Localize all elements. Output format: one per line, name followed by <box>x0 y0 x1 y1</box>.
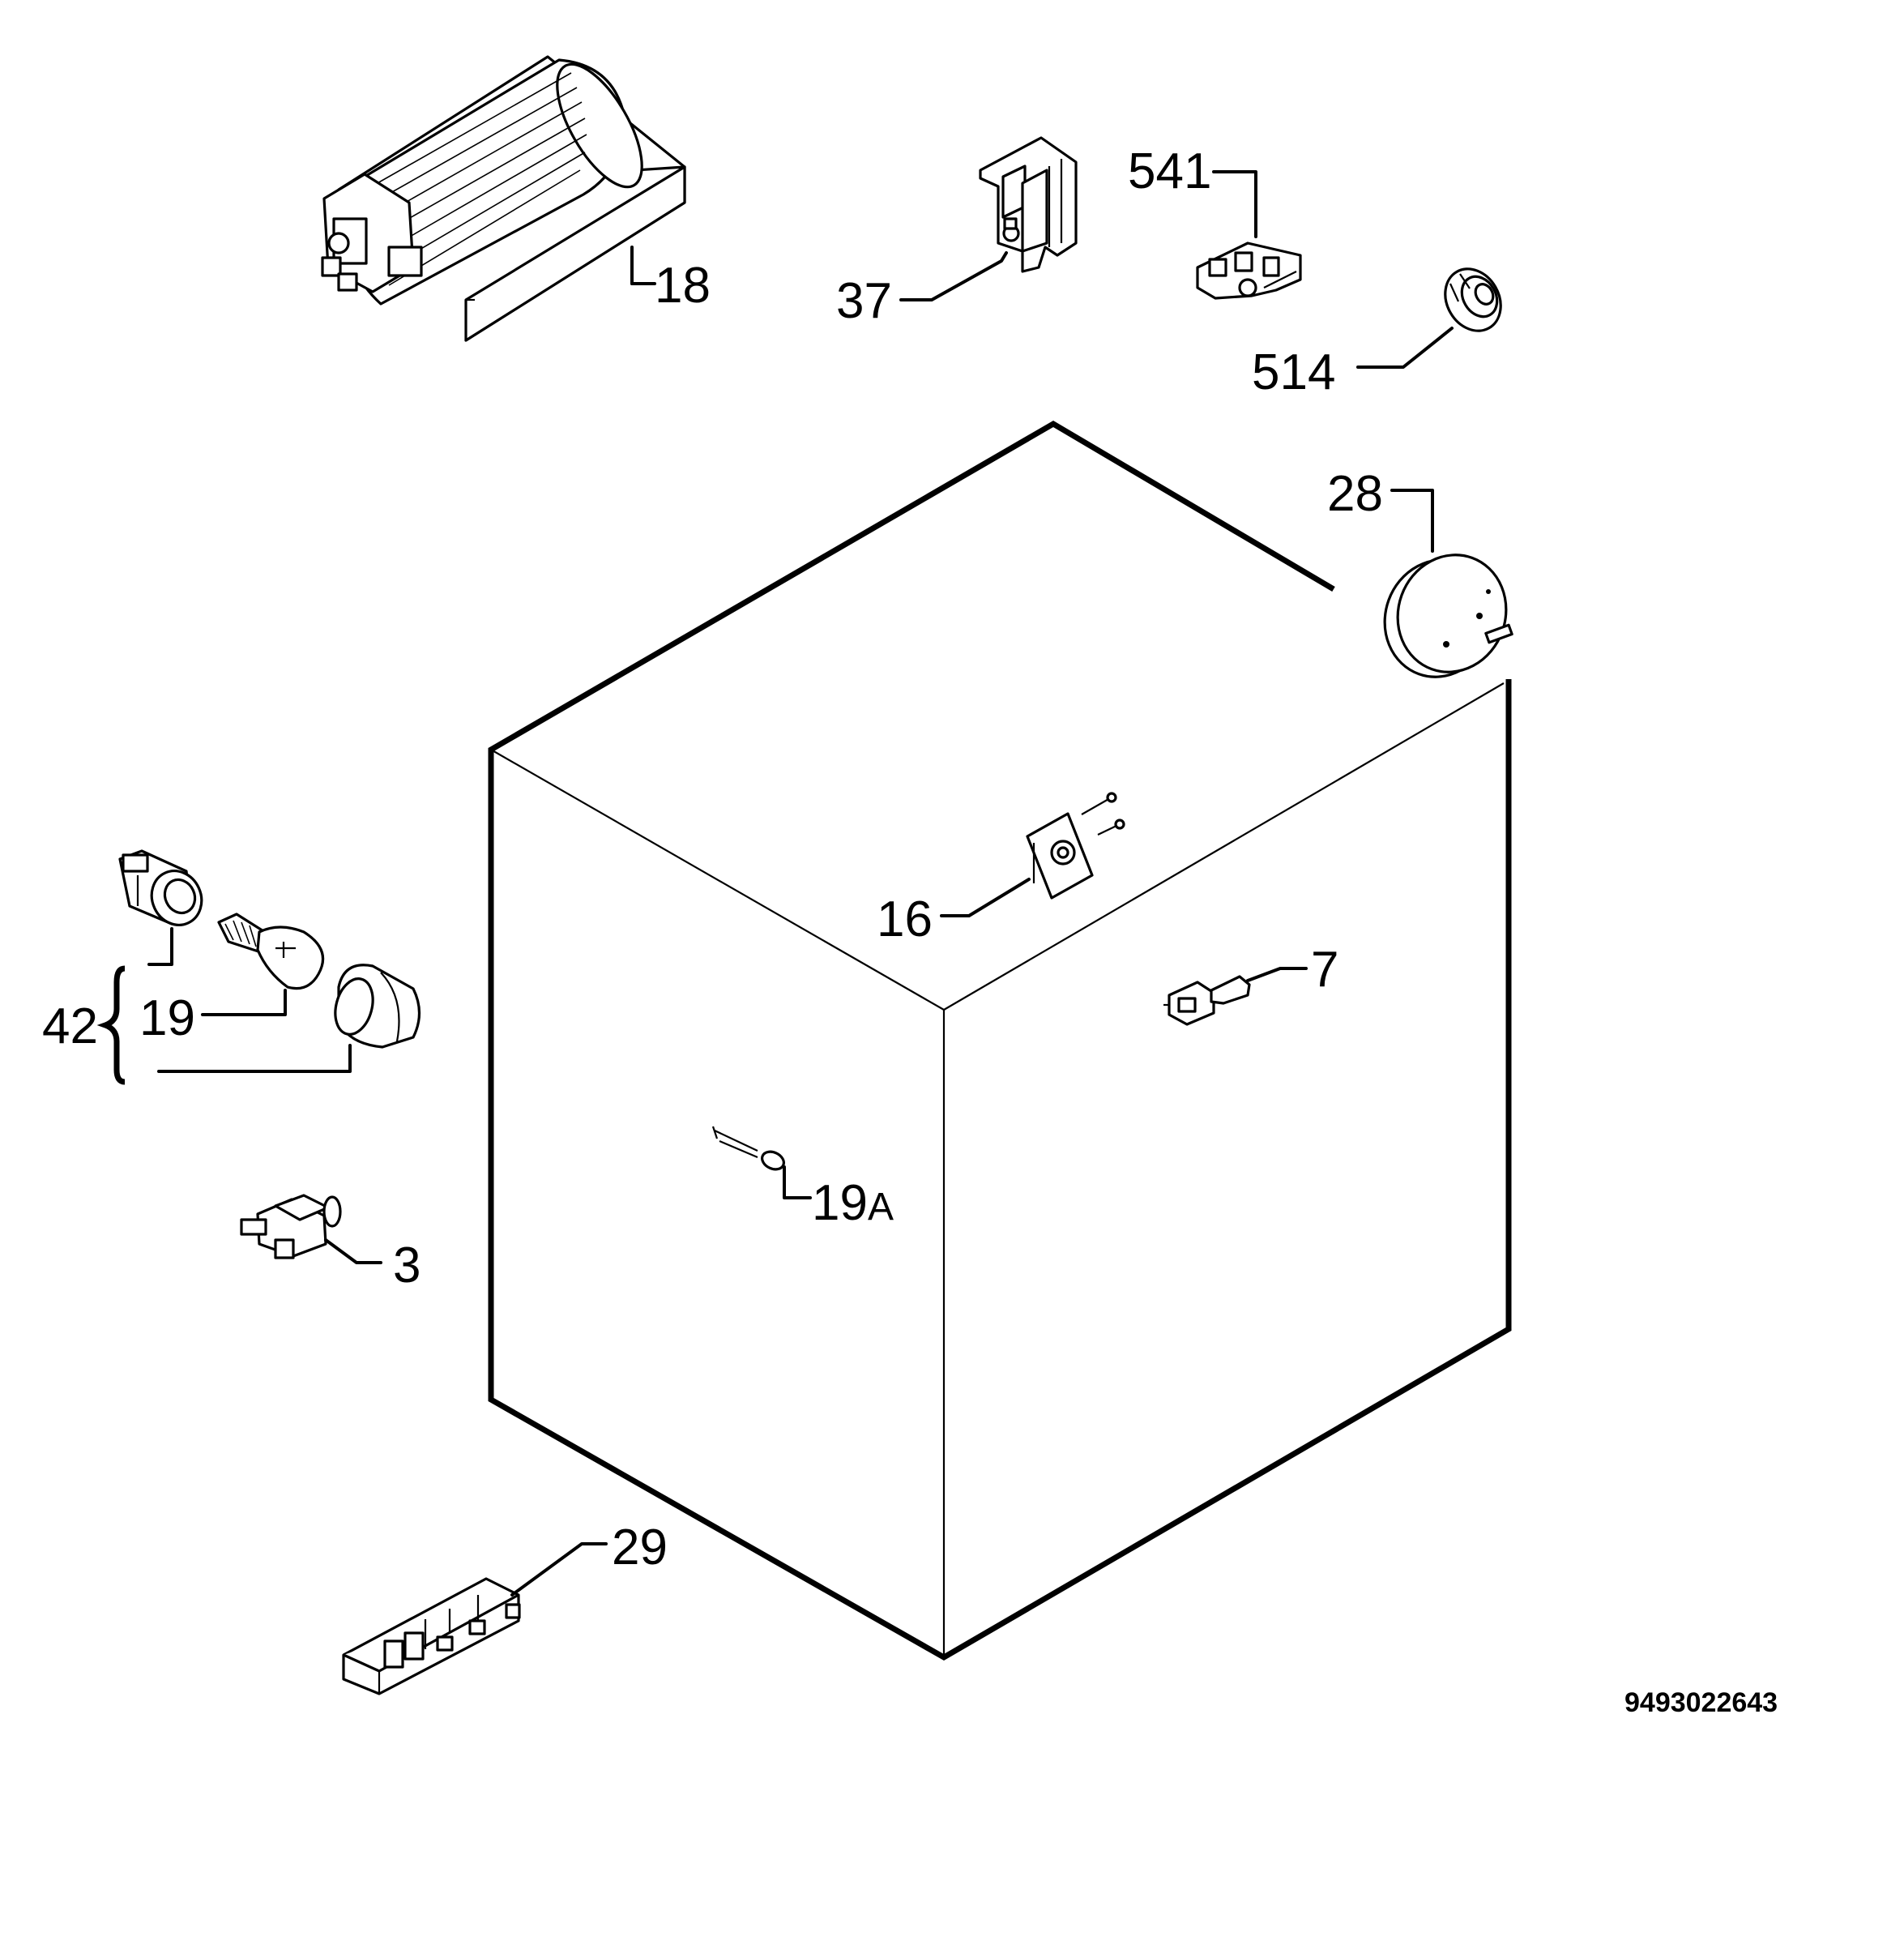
door-switch-part[interactable] <box>1163 967 1308 1026</box>
lamp-group-brace <box>96 927 352 1085</box>
lamp-bulb-part[interactable] <box>217 913 325 990</box>
label-19a: 19A <box>812 1175 894 1231</box>
thermal-cutout-part[interactable] <box>940 792 1125 917</box>
label-28: 28 <box>1327 466 1383 522</box>
lamp-cover-part[interactable] <box>330 964 421 1049</box>
label-16: 16 <box>877 891 933 947</box>
tangential-fan-part[interactable] <box>321 52 686 342</box>
part-labels: 18 37 541 514 28 16 7 42 19 19A 3 29 949… <box>42 143 1778 1718</box>
label-19: 19 <box>139 990 195 1046</box>
thermostat-dial-part[interactable] <box>1368 489 1522 692</box>
label-541: 541 <box>1128 143 1211 199</box>
label-514: 514 <box>1252 344 1335 400</box>
oven-cabinet <box>488 420 1512 1661</box>
label-42: 42 <box>42 998 98 1054</box>
switch-part[interactable] <box>899 136 1078 301</box>
indicator-lamp-part[interactable] <box>711 1126 812 1199</box>
terminal-block-part[interactable] <box>240 1194 382 1264</box>
label-7: 7 <box>1311 942 1338 998</box>
lamp-holder-part[interactable] <box>118 849 211 933</box>
label-37: 37 <box>836 273 892 329</box>
label-3: 3 <box>393 1238 421 1293</box>
drawing-number: 9493022643 <box>1624 1687 1778 1718</box>
grommet-part[interactable] <box>1356 259 1512 369</box>
terminal-connector-part[interactable] <box>1196 170 1302 300</box>
spark-generator-part[interactable] <box>342 1542 608 1695</box>
label-18: 18 <box>655 258 711 314</box>
label-29: 29 <box>612 1520 668 1575</box>
